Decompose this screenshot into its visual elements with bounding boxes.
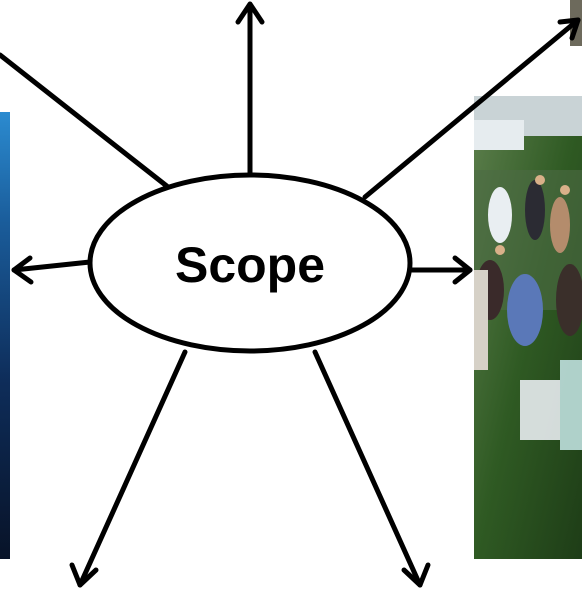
arrow-up-left <box>0 52 171 190</box>
arrow-right <box>409 255 473 285</box>
arrow-up-right <box>362 17 581 200</box>
arrow-down-right <box>312 349 431 588</box>
arrow-left <box>11 255 93 285</box>
ocean-photo <box>0 112 10 559</box>
arrow-down-left <box>69 349 188 588</box>
scope-label: Scope <box>175 237 325 293</box>
arrow-up <box>235 1 265 178</box>
outdoor-party-photo <box>474 96 582 559</box>
scope-node: Scope <box>87 172 413 354</box>
